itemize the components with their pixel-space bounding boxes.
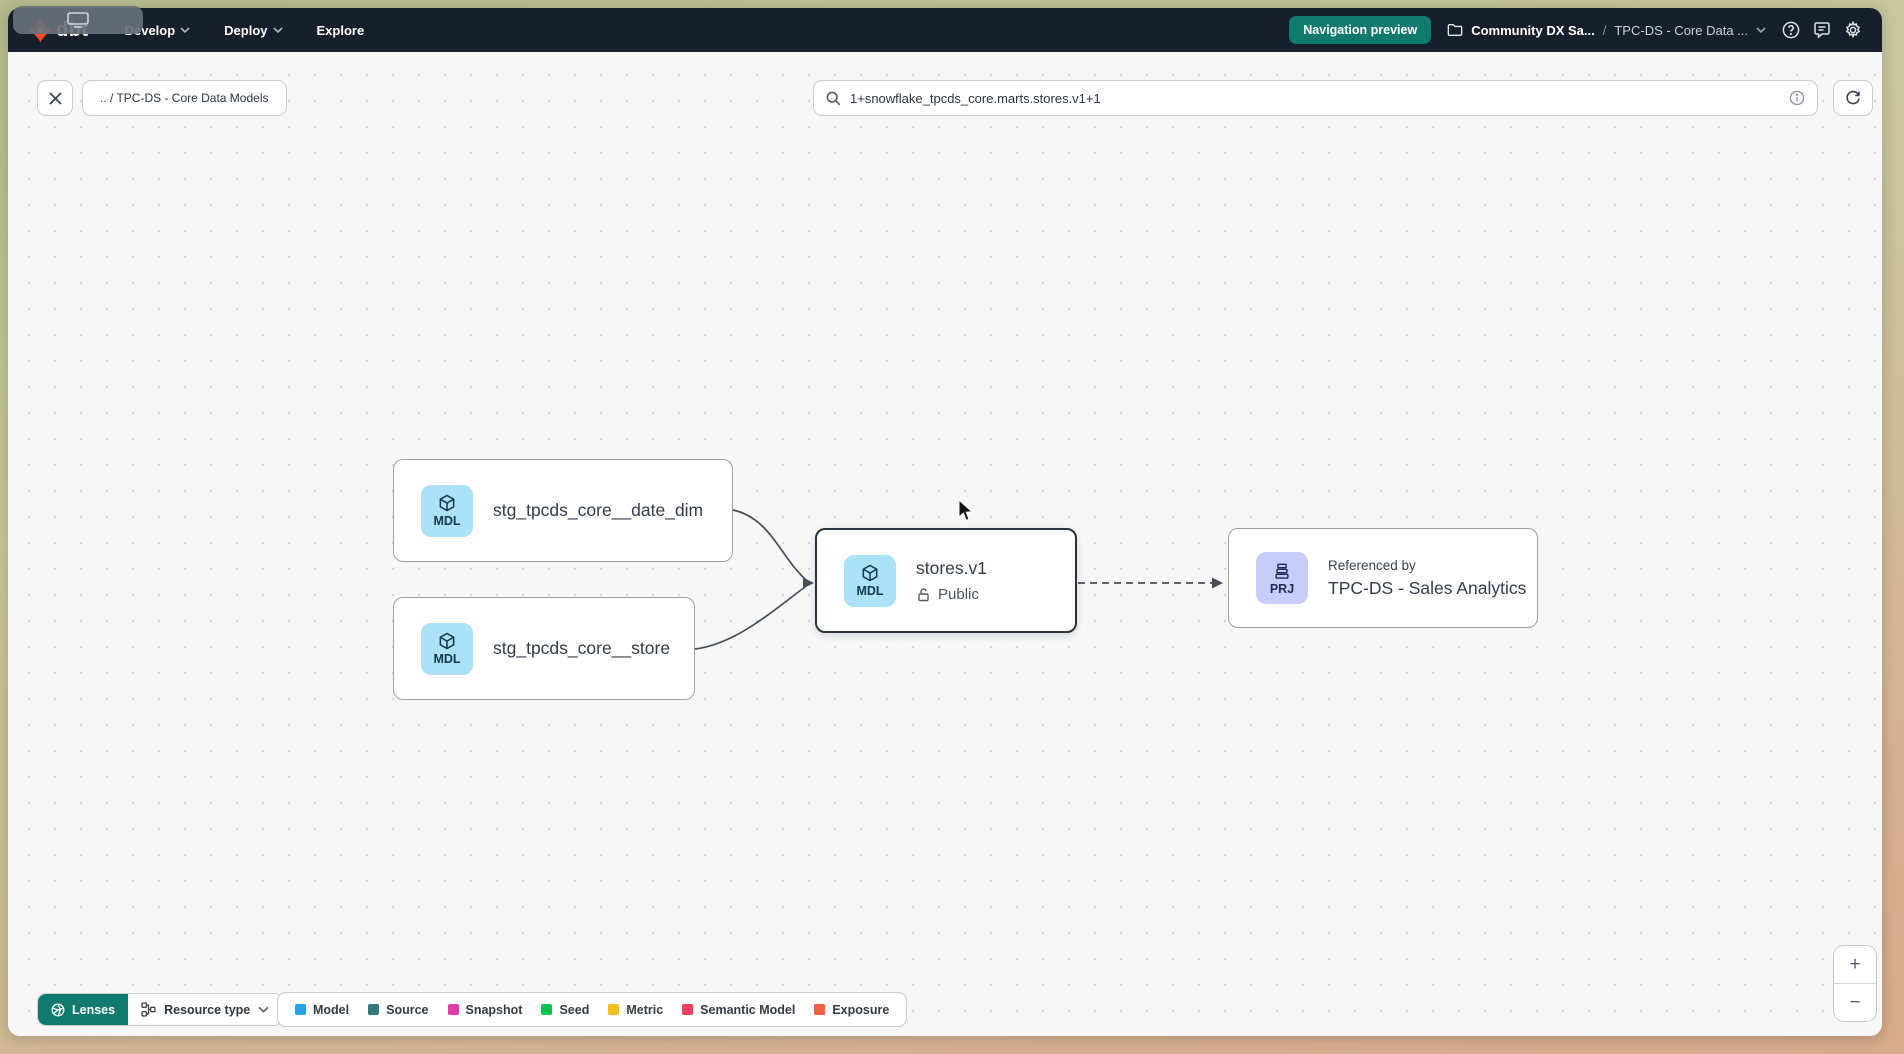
legend-swatch xyxy=(541,1004,553,1015)
node-stg-tpcds-core-store[interactable]: MDL stg_tpcds_core__store xyxy=(393,597,695,700)
node-title: TPC-DS - Sales Analytics xyxy=(1328,577,1527,598)
model-badge: MDL xyxy=(421,622,473,675)
folder-icon xyxy=(1447,24,1463,36)
canvas-zoom-control: + − xyxy=(1833,945,1877,1022)
info-icon[interactable] xyxy=(1789,90,1805,106)
cube-icon xyxy=(439,494,455,512)
navbar-icon-group xyxy=(1782,21,1862,39)
edge-date-dim-to-stores xyxy=(732,509,806,580)
lenses-label: Lenses xyxy=(72,1002,116,1017)
refresh-icon xyxy=(1846,90,1860,105)
nav-menu-deploy[interactable]: Deploy xyxy=(224,22,283,38)
stack-icon xyxy=(1275,563,1289,579)
node-tpcds-sales-analytics[interactable]: PRJ Referenced by TPC-DS - Sales Analyti… xyxy=(1228,528,1538,628)
zoom-out-button[interactable]: − xyxy=(1834,984,1876,1021)
badge-label: MDL xyxy=(433,514,461,528)
nav-menu-explore-label: Explore xyxy=(316,22,365,38)
lineage-canvas[interactable]: .. / TPC-DS - Core Data Models MDL xyxy=(8,52,1882,1036)
unlock-icon xyxy=(918,588,929,602)
app-window: dbt Develop Deploy Explore Navigation pr… xyxy=(8,8,1882,1036)
legend-label: Exposure xyxy=(832,1002,890,1017)
feedback-icon[interactable] xyxy=(1813,21,1831,39)
navbar-right: Navigation preview Community DX Sa... / … xyxy=(1289,16,1862,44)
badge-label: PRJ xyxy=(1269,581,1295,596)
node-title: stg_tpcds_core__date_dim xyxy=(493,500,704,520)
node-text: stg_tpcds_core__store xyxy=(493,638,670,659)
node-text: Referenced by TPC-DS - Sales Analytics xyxy=(1328,558,1526,599)
project-badge: PRJ xyxy=(1256,552,1308,604)
nav-menu-explore[interactable]: Explore xyxy=(317,23,365,38)
legend-label: Metric xyxy=(626,1002,664,1017)
legend-swatch xyxy=(368,1004,380,1015)
chevron-down-icon xyxy=(258,1006,269,1013)
cube-icon xyxy=(439,632,455,650)
zoom-in-button[interactable]: + xyxy=(1834,946,1876,984)
legend-item-semantic-model: Semantic Model xyxy=(682,1003,795,1017)
navigation-preview-badge[interactable]: Navigation preview xyxy=(1289,16,1432,44)
lenses-resource-control: Lenses Resource type xyxy=(37,993,284,1026)
top-navbar: dbt Develop Deploy Explore Navigation pr… xyxy=(8,8,1882,52)
edge-store-to-stores xyxy=(694,586,806,650)
help-icon[interactable] xyxy=(1782,21,1800,39)
node-text: stores.v1 Public xyxy=(916,558,987,603)
breadcrumb[interactable]: Community DX Sa... / TPC-DS - Core Data … xyxy=(1447,23,1766,38)
mouse-cursor xyxy=(958,500,974,522)
legend-item-metric: Metric xyxy=(608,1003,663,1017)
node-stg-tpcds-core-date-dim[interactable]: MDL stg_tpcds_core__date_dim xyxy=(393,459,733,562)
legend-item-source: Source xyxy=(368,1002,429,1017)
breadcrumb-account[interactable]: Community DX Sa... xyxy=(1471,22,1595,38)
node-stores-v1[interactable]: MDL stores.v1 Public xyxy=(815,528,1077,633)
lens-icon xyxy=(51,1003,65,1016)
legend-label: Snapshot xyxy=(465,1002,523,1017)
legend-label: Source xyxy=(386,1002,429,1017)
legend-label: Seed xyxy=(559,1002,590,1017)
close-lineage-button[interactable] xyxy=(37,80,73,116)
node-access: Public xyxy=(916,586,987,603)
node-title: stg_tpcds_core__store xyxy=(493,638,671,658)
arrowhead xyxy=(1212,577,1223,589)
legend-item-seed: Seed xyxy=(541,1003,589,1017)
legend-swatch xyxy=(608,1004,620,1015)
resource-type-dropdown[interactable]: Resource type xyxy=(128,994,283,1025)
search-input[interactable] xyxy=(850,90,1780,106)
arrowhead xyxy=(803,577,814,589)
resource-type-label: Resource type xyxy=(164,1002,251,1017)
badge-label: MDL xyxy=(433,652,461,666)
model-badge: MDL xyxy=(421,484,473,537)
legend-item-exposure: Exposure xyxy=(814,1003,889,1017)
lineage-search-bar xyxy=(813,80,1818,116)
legend-swatch xyxy=(682,1004,694,1015)
chevron-down-icon xyxy=(272,27,283,33)
monitor-icon xyxy=(67,12,89,28)
screen-share-pill xyxy=(13,6,143,34)
lenses-button[interactable]: Lenses xyxy=(38,994,129,1025)
model-badge: MDL xyxy=(844,554,896,607)
legend-swatch xyxy=(447,1004,459,1015)
nav-menu-deploy-label: Deploy xyxy=(224,22,268,38)
resource-graph-icon xyxy=(141,1002,156,1017)
refresh-lineage-button[interactable] xyxy=(1833,80,1873,116)
resource-legend: Model Source Snapshot Seed Metric Semant… xyxy=(277,992,908,1027)
node-title: stores.v1 xyxy=(916,558,987,578)
gear-icon[interactable] xyxy=(1844,21,1862,39)
legend-swatch xyxy=(814,1004,826,1015)
legend-item-snapshot: Snapshot xyxy=(447,1002,523,1017)
legend-label: Model xyxy=(313,1002,350,1017)
cube-icon xyxy=(862,564,878,582)
legend-swatch xyxy=(295,1004,306,1015)
access-label: Public xyxy=(938,586,979,603)
close-icon xyxy=(48,91,62,105)
node-text: stg_tpcds_core__date_dim xyxy=(493,500,703,521)
breadcrumb-separator: / xyxy=(1602,22,1607,38)
legend-label: Semantic Model xyxy=(700,1002,796,1017)
main-menu: Develop Deploy Explore xyxy=(125,23,365,38)
legend-item-model: Model xyxy=(295,1003,349,1017)
chevron-down-icon xyxy=(180,27,190,33)
lineage-context-chip[interactable]: .. / TPC-DS - Core Data Models xyxy=(82,80,287,116)
search-icon xyxy=(826,91,841,105)
breadcrumb-project[interactable]: TPC-DS - Core Data ... xyxy=(1614,22,1748,38)
node-kicker: Referenced by xyxy=(1328,557,1416,573)
chevron-down-icon xyxy=(1756,27,1766,33)
badge-label: MDL xyxy=(856,584,884,598)
